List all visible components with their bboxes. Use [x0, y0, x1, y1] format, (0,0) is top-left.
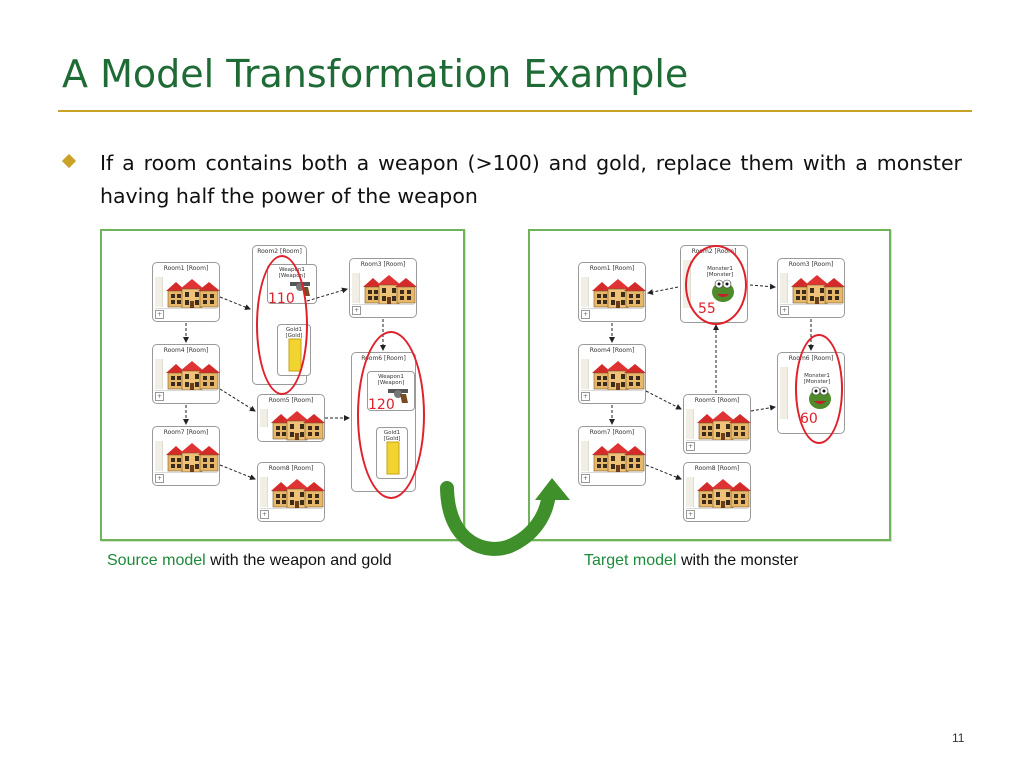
- room-node-room1[interactable]: Room1 [Room] +: [152, 262, 220, 322]
- room-label: Room8 [Room]: [268, 465, 314, 472]
- expand-icon[interactable]: +: [260, 510, 269, 519]
- room-label: Room4 [Room]: [589, 347, 635, 354]
- bullet-diamond-icon: [61, 153, 77, 169]
- room-label: Room3 [Room]: [360, 261, 406, 268]
- room-label: Room5 [Room]: [268, 397, 314, 404]
- source-caption-highlight: Source model: [107, 552, 206, 569]
- expand-icon[interactable]: +: [155, 310, 164, 319]
- expand-icon[interactable]: +: [686, 442, 695, 451]
- room-label: Room7 [Room]: [589, 429, 635, 436]
- highlight-oval: [357, 331, 425, 499]
- room-node-room3[interactable]: Room3 [Room] +: [777, 258, 845, 318]
- bullet-text: If a room contains both a weapon (>100) …: [100, 151, 962, 208]
- expand-icon[interactable]: +: [155, 474, 164, 483]
- room-label: Room4 [Room]: [163, 347, 209, 354]
- room-node-room1[interactable]: Room1 [Room] +: [578, 262, 646, 322]
- room-node-room4[interactable]: Room4 [Room] +: [152, 344, 220, 404]
- source-caption-rest: with the weapon and gold: [205, 552, 392, 569]
- room-label: Room5 [Room]: [694, 397, 740, 404]
- source-caption: Source model with the weapon and gold: [107, 552, 392, 570]
- highlight-oval: [685, 245, 747, 325]
- expand-icon[interactable]: +: [581, 310, 590, 319]
- room-node-room3[interactable]: Room3 [Room] +: [349, 258, 417, 318]
- highlight-oval: [256, 255, 308, 395]
- room-node-room8[interactable]: Room8 [Room] +: [257, 462, 325, 522]
- expand-icon[interactable]: +: [352, 306, 361, 315]
- source-model-panel: Room1 [Room] + Room2 [Room] Weapon1 [Wea…: [100, 229, 465, 541]
- room-label: Room1 [Room]: [589, 265, 635, 272]
- room-label: Room7 [Room]: [163, 429, 209, 436]
- room-label: Room3 [Room]: [788, 261, 834, 268]
- expand-icon[interactable]: +: [581, 474, 590, 483]
- target-model-panel: Room1 [Room] + Room2 [Room] Monster1 [Mo…: [528, 229, 891, 541]
- room-node-room5[interactable]: Room5 [Room] +: [683, 394, 751, 454]
- page-number: 11: [952, 731, 965, 745]
- highlight-oval: [795, 334, 843, 444]
- monster-power-label: 55: [698, 301, 716, 317]
- title-divider: [58, 110, 972, 112]
- target-caption: Target model with the monster: [584, 552, 798, 570]
- expand-icon[interactable]: +: [581, 392, 590, 401]
- slide-title: A Model Transformation Example: [62, 52, 689, 96]
- target-caption-highlight: Target model: [584, 552, 677, 569]
- expand-icon[interactable]: +: [686, 510, 695, 519]
- expand-icon[interactable]: +: [155, 392, 164, 401]
- monster-power-label: 60: [800, 411, 818, 427]
- expand-icon[interactable]: +: [780, 306, 789, 315]
- room-node-room5[interactable]: Room5 [Room]: [257, 394, 325, 442]
- room-node-room7[interactable]: Room7 [Room] +: [152, 426, 220, 486]
- room-label: Room2 [Room]: [257, 248, 302, 255]
- room-node-room7[interactable]: Room7 [Room] +: [578, 426, 646, 486]
- room-label: Room8 [Room]: [694, 465, 740, 472]
- weapon-power-label: 110: [268, 291, 295, 307]
- room-node-room4[interactable]: Room4 [Room] +: [578, 344, 646, 404]
- target-caption-rest: with the monster: [676, 552, 799, 569]
- weapon-power-label: 120: [368, 397, 395, 413]
- room-label: Room1 [Room]: [163, 265, 209, 272]
- room-node-room8[interactable]: Room8 [Room] +: [683, 462, 751, 522]
